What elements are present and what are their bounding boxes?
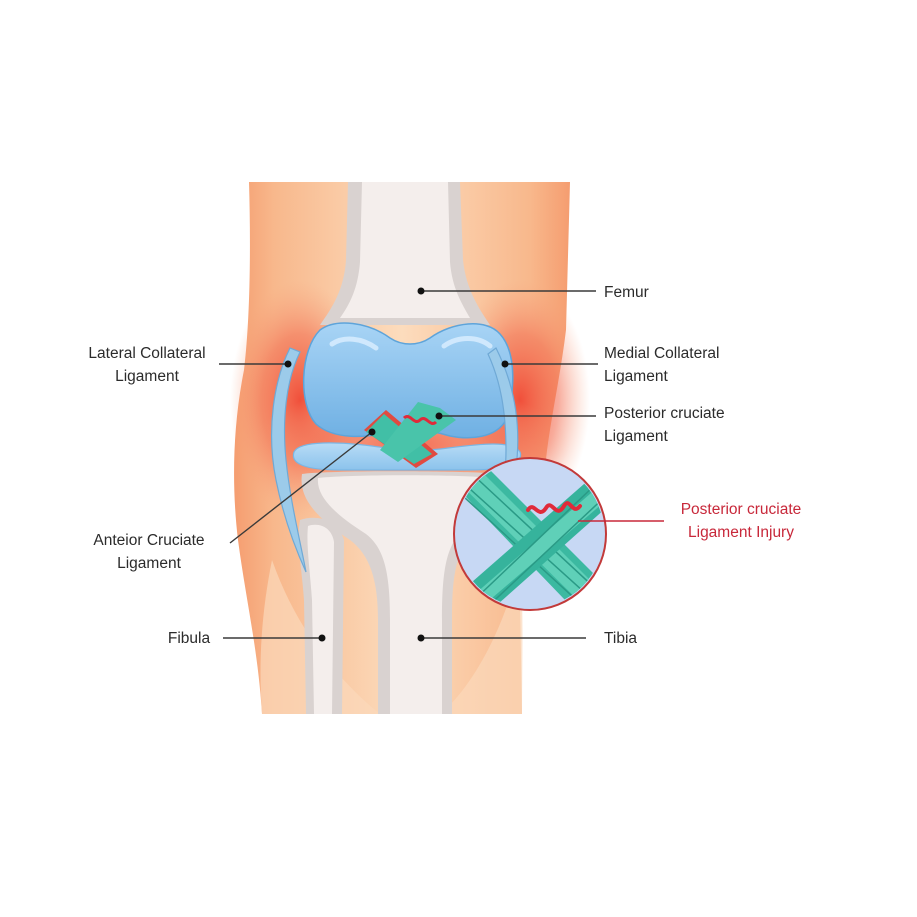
leader-lines	[219, 287, 664, 642]
posterior-cruciate-label: Posterior cruciate Ligament	[604, 405, 725, 445]
femur-bone	[320, 182, 490, 325]
anterior-cruciate-label: Anteior Cruciate Ligament	[93, 532, 205, 572]
injury-label: Posterior cruciate Ligament Injury	[680, 501, 802, 541]
injury-zoom-circle	[453, 457, 607, 611]
medial-collateral-label: Medial Collateral Ligament	[604, 345, 720, 385]
lateral-collateral-label: Lateral Collateral Ligament	[88, 345, 206, 385]
femur-label: Femur	[604, 284, 649, 301]
lateral-collateral-ligament	[271, 347, 307, 573]
tibia-label: Tibia	[604, 630, 638, 647]
fibula-label: Fibula	[167, 630, 211, 647]
fibula-bone	[298, 517, 344, 714]
